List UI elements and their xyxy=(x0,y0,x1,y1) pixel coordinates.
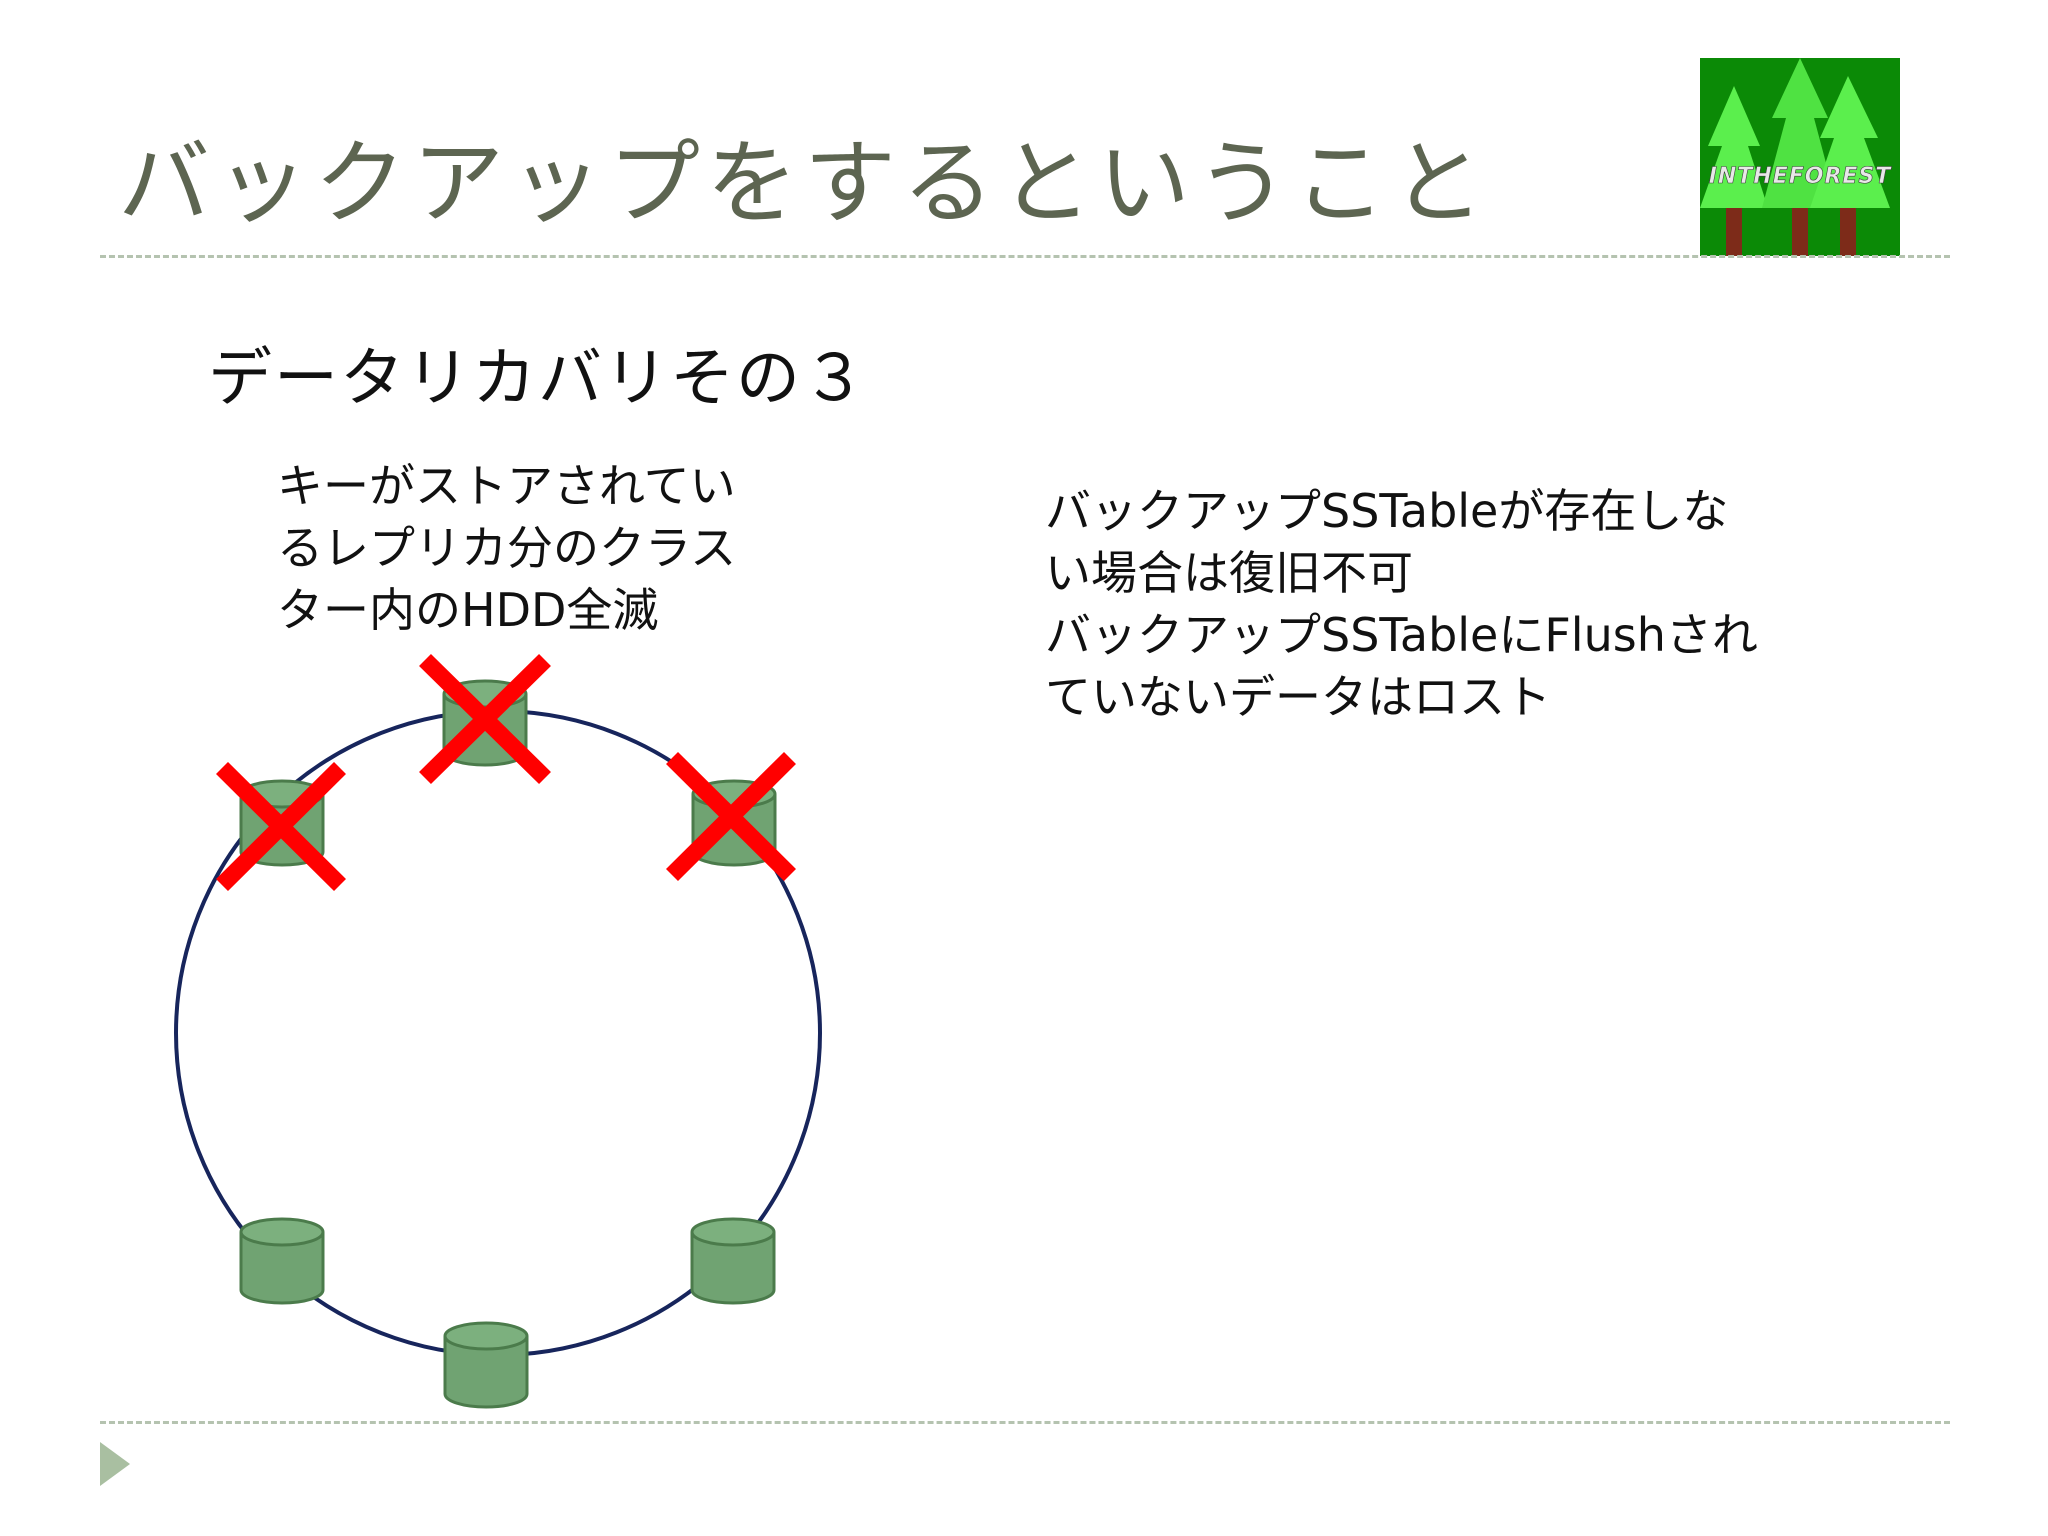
database-node-failed xyxy=(691,779,777,867)
database-node xyxy=(443,1321,529,1409)
recovery-explanation-line: バックアップSSTableが存在しな xyxy=(1045,484,1729,538)
database-node xyxy=(690,1217,776,1305)
failure-scenario-line: るレプリカ分のクラス xyxy=(277,521,737,575)
forest-logo: INTHEFOREST xyxy=(1700,58,1900,256)
failure-cross-icon xyxy=(216,761,346,892)
logo-tree-middle xyxy=(1762,58,1838,208)
logo-tree-right xyxy=(1810,76,1890,208)
logo-trunk-middle xyxy=(1792,200,1808,256)
failure-scenario-text: キーがストアされてい るレプリカ分のクラス ター内のHDD全滅 xyxy=(277,455,817,641)
recovery-explanation-line: い場合は復旧不可 xyxy=(1045,546,1413,600)
database-node xyxy=(239,1217,325,1305)
recovery-explanation-text: バックアップSSTableが存在しな い場合は復旧不可 バックアップSSTabl… xyxy=(1045,480,1805,728)
recovery-explanation-line: バックアップSSTableにFlushされ xyxy=(1045,608,1758,662)
failure-scenario-line: キーがストアされてい xyxy=(277,459,736,513)
recovery-explanation-line: ていないデータはロスト xyxy=(1045,670,1551,724)
slide-subtitle: データリカバリその３ xyxy=(208,342,868,416)
failure-cross-icon xyxy=(419,653,551,785)
triangle-bullet-icon xyxy=(100,1442,130,1486)
logo-tree-left xyxy=(1700,86,1768,208)
failure-cross-icon xyxy=(666,751,796,882)
database-node-failed xyxy=(239,779,325,867)
logo-trunk-left xyxy=(1726,200,1742,256)
top-divider xyxy=(100,255,1950,258)
logo-text: INTHEFOREST xyxy=(1709,164,1893,189)
database-node-failed xyxy=(442,679,528,767)
logo-trunk-right xyxy=(1840,200,1856,256)
cluster-ring xyxy=(174,709,822,1357)
bottom-divider xyxy=(100,1421,1950,1424)
slide-title: バックアップをするということ xyxy=(118,130,1491,237)
failure-scenario-line: ター内のHDD全滅 xyxy=(277,583,659,637)
